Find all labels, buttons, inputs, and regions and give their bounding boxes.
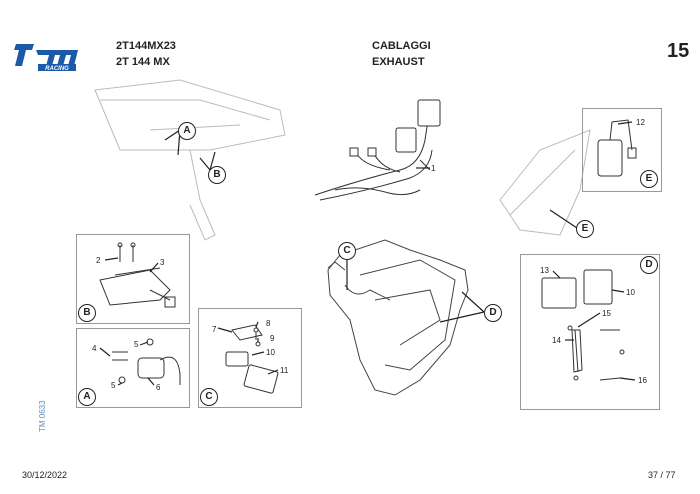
detail-box-e [582, 108, 662, 192]
part-label-14: 14 [552, 336, 561, 345]
footer-date: 30/12/2022 [22, 470, 68, 480]
section-number: 15 [667, 40, 690, 62]
part-label-8: 8 [266, 319, 271, 328]
part-label-5-top: 5 [134, 340, 139, 349]
detail-box-a [76, 328, 190, 408]
footer-page-count: 37 / 77 [648, 470, 676, 480]
box-c-drawing [225, 324, 279, 394]
callout-a-frame: A [178, 122, 196, 140]
tm-racing-logo: RACING [14, 44, 78, 72]
part-label-10-c: 10 [266, 348, 275, 357]
callout-c-main: C [338, 242, 356, 260]
airbox-assembly [327, 239, 469, 396]
section-title-it: CABLAGGI [372, 40, 431, 52]
box-d-drawing [541, 269, 625, 381]
leader-lines [99, 121, 636, 386]
part-label-6: 6 [156, 383, 161, 392]
callout-e-box: E [640, 170, 658, 188]
callout-b-frame: B [208, 166, 226, 184]
wiring-harness [314, 99, 441, 201]
detail-box-c [198, 308, 302, 408]
part-label-15: 15 [602, 309, 611, 318]
callout-c-box: C [200, 388, 218, 406]
detail-box-b [76, 234, 190, 324]
box-e-drawing [597, 119, 637, 177]
part-label-16: 16 [638, 376, 647, 385]
part-label-9: 9 [270, 334, 275, 343]
callout-e-frame: E [576, 220, 594, 238]
callout-a-box: A [78, 388, 96, 406]
callout-d-main: D [484, 304, 502, 322]
section-title-en: EXHAUST [372, 56, 425, 68]
model-code: 2T144MX23 [116, 40, 176, 52]
part-label-11: 11 [280, 366, 289, 375]
detail-box-d [520, 254, 660, 410]
part-label-7: 7 [212, 325, 217, 334]
callout-b-box: B [78, 304, 96, 322]
model-name: 2T 144 MX [116, 56, 170, 68]
part-label-1: 1 [431, 164, 436, 173]
part-label-3: 3 [160, 258, 165, 267]
part-label-13: 13 [540, 266, 549, 275]
svg-text:RACING: RACING [45, 66, 69, 72]
part-label-5-bottom: 5 [111, 381, 116, 390]
part-label-10-d: 10 [626, 288, 635, 297]
part-label-12: 12 [636, 118, 645, 127]
document-code: TM 0633 [38, 400, 47, 432]
callout-d-box: D [640, 256, 658, 274]
part-label-4: 4 [92, 344, 97, 353]
part-label-2: 2 [96, 256, 101, 265]
